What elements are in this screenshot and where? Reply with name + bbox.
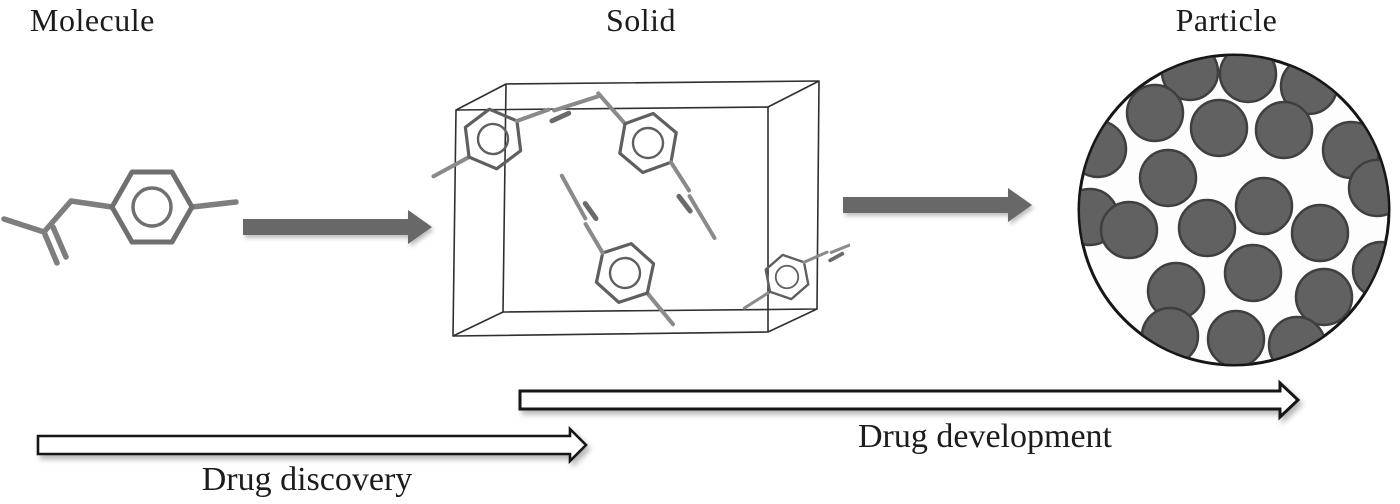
unit-cell-figure xyxy=(430,60,850,350)
particle-sphere xyxy=(1177,198,1237,258)
drug-development-label: Drug development xyxy=(858,418,1112,455)
stage-label-solid: Solid xyxy=(605,2,677,38)
packed-molecule xyxy=(575,78,750,238)
benzene-ring-icon xyxy=(109,169,195,245)
molecule-bond xyxy=(1,198,239,266)
stage-label-molecule: Molecule xyxy=(30,2,155,38)
particle-sphere xyxy=(1234,176,1294,236)
drug-discovery-label: Drug discovery xyxy=(201,461,413,498)
particle-sphere xyxy=(1347,158,1388,218)
particle-sphere xyxy=(1138,148,1198,208)
stage-label-particle: Particle xyxy=(1175,2,1278,38)
molecule-figure xyxy=(1,169,239,266)
particle-sphere xyxy=(1223,243,1283,303)
unit-cell-box xyxy=(452,80,820,337)
particle-sphere xyxy=(1254,100,1314,160)
molecule-stick-model xyxy=(1,169,239,266)
particle-sphere xyxy=(1125,83,1185,143)
particle-sphere xyxy=(1140,306,1200,364)
particle-sphere xyxy=(1290,203,1350,263)
particle-sphere xyxy=(1294,267,1354,327)
particle-sphere xyxy=(1099,200,1159,260)
particle-figure xyxy=(1077,53,1391,367)
particle-sphere xyxy=(1206,309,1266,364)
stage-arrow-solid-to-particle-icon xyxy=(843,188,1032,222)
particle-sphere xyxy=(1218,56,1278,104)
drug-development-arrow-icon xyxy=(518,379,1301,421)
stage-arrow-molecule-to-solid-icon xyxy=(243,210,432,244)
benzene-ring-inner-circle xyxy=(131,186,173,228)
packed-molecule xyxy=(524,176,697,339)
drug-discovery-arrow-icon xyxy=(36,425,588,465)
particle-sphere xyxy=(1189,98,1249,158)
